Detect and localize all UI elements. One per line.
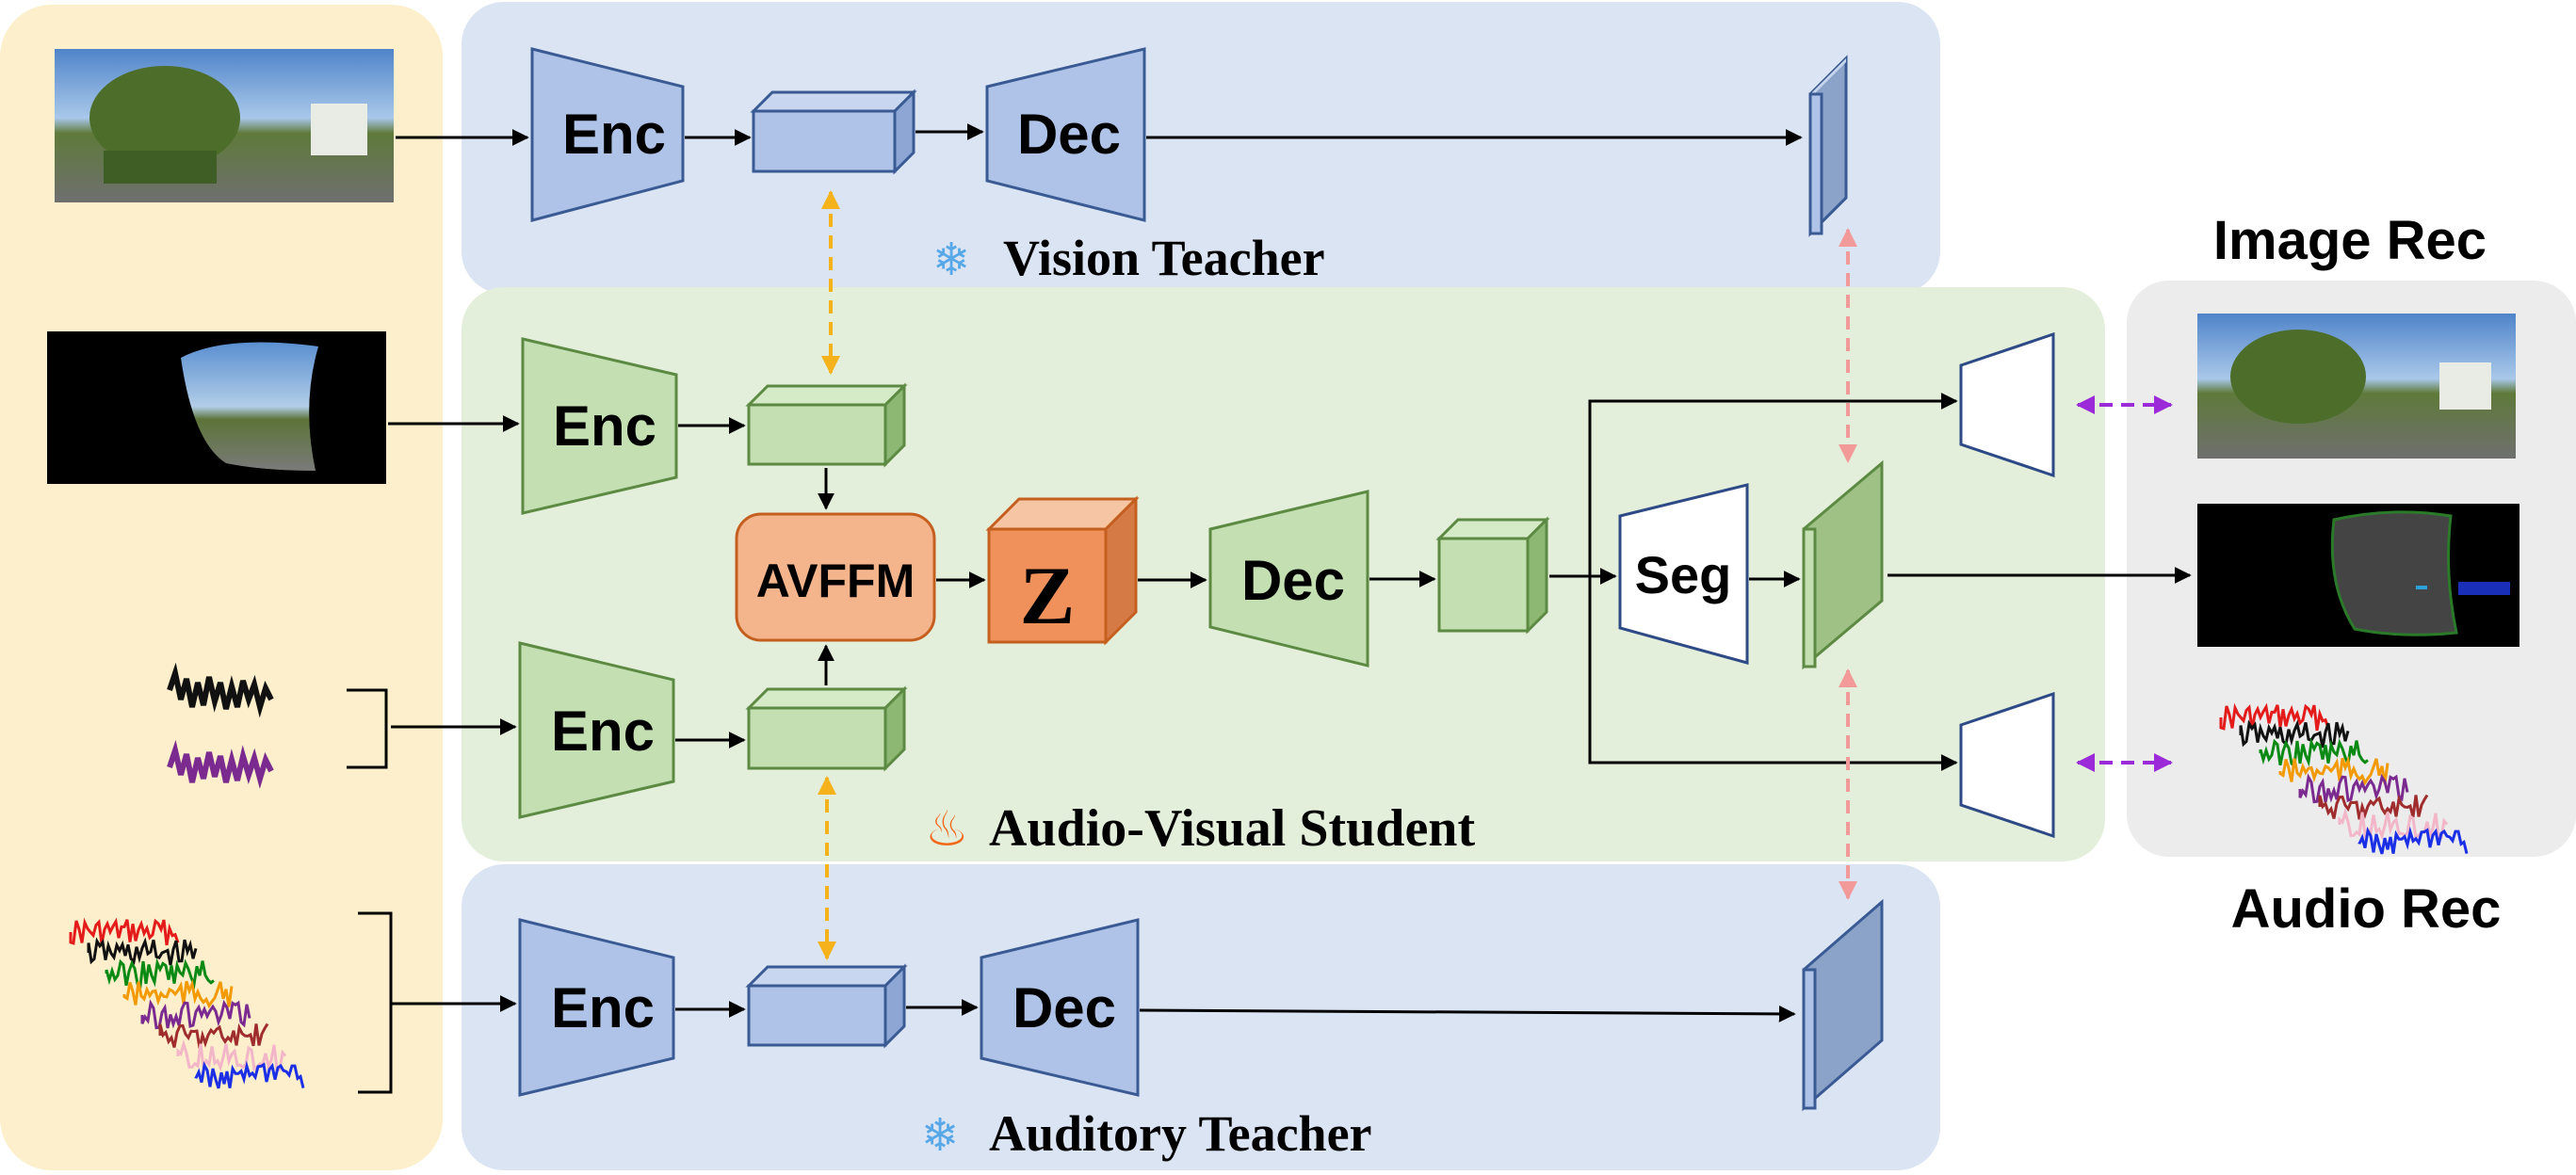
input-audio-track-8 [194, 1060, 305, 1089]
input-audio-track-4 [122, 978, 234, 1009]
vision-teacher-decoder-label: Dec [1017, 103, 1121, 166]
vision-teacher-decoder [985, 47, 1146, 222]
input-audio-track-1 [69, 917, 180, 946]
student-image-encoder-label: Enc [553, 394, 656, 458]
student-image-feature-block [745, 382, 908, 468]
fire-icon: ♨ [925, 801, 969, 858]
input-audio-track-5 [140, 999, 251, 1030]
input-audio-track-7 [176, 1038, 287, 1072]
student-decoded-feature-block [1435, 516, 1550, 635]
student-audio-encoder-label: Enc [551, 700, 655, 763]
rec-audio-track-3 [2259, 737, 2369, 769]
rec-audio-track-7 [2338, 807, 2449, 841]
auditory-teacher-decoder-label: Dec [1013, 976, 1116, 1039]
student-image-encoder [521, 337, 678, 515]
rec-audio-track-2 [2239, 719, 2350, 748]
reconstructed-audio [2219, 702, 2469, 855]
rec-audio-track-8 [2357, 826, 2469, 855]
image-rec-title: Image Rec [2213, 210, 2487, 271]
binaural-audio-input [167, 662, 388, 789]
audio-wave-black [167, 662, 274, 718]
auditory-teacher-feature-block [745, 963, 908, 1049]
panorama-input-image [55, 49, 394, 202]
rec-audio-track-5 [2298, 773, 2409, 804]
snowflake-icon: ❄ [932, 233, 970, 286]
latent-z-block [985, 495, 1140, 646]
avffm-fusion-module [735, 512, 936, 642]
audio-wave-purple [167, 739, 274, 789]
rec-audio-track-1 [2219, 702, 2330, 732]
snowflake-icon: ❄ [921, 1109, 959, 1162]
student-output-map [1802, 459, 1884, 670]
vision-teacher-encoder [530, 47, 685, 222]
latent-z-label: Z [1020, 551, 1076, 642]
multichannel-audio-input [69, 917, 305, 1089]
input-panel [0, 5, 443, 1170]
auditory-teacher-title: Auditory Teacher [989, 1105, 1372, 1162]
student-audio-feature-block [745, 685, 908, 772]
masked-input-image [47, 331, 386, 484]
audio-reconstruction-head [1959, 691, 2055, 839]
input-audio-track-6 [158, 1022, 269, 1049]
student-audio-encoder [518, 641, 675, 819]
rec-audio-track-4 [2278, 755, 2390, 786]
vision-teacher-feature-block [750, 89, 917, 175]
arrow-at-decoder-to-output [1139, 1005, 1796, 1022]
student-decoder [1208, 490, 1369, 668]
avffm-label: AVFFM [756, 555, 915, 607]
vision-teacher-title: Vision Teacher [1003, 230, 1325, 286]
student-title: Audio-Visual Student [989, 799, 1475, 858]
input-audio-track-3 [105, 958, 215, 990]
auditory-teacher-output-map [1802, 898, 1884, 1112]
student-decoder-label: Dec [1241, 549, 1345, 612]
auditory-teacher-encoder [518, 918, 675, 1097]
segmentation-output-map [2197, 504, 2519, 647]
vision-teacher-encoder-label: Enc [562, 103, 666, 166]
segmentation-head-label: Seg [1635, 545, 1732, 604]
rec-audio-track-6 [2318, 794, 2429, 820]
arrow-branch-to-audio-rec-head [1588, 565, 1958, 771]
reconstructed-image [2197, 314, 2516, 459]
auditory-teacher-decoder [980, 918, 1140, 1097]
vision-teacher-output-map [1808, 55, 1848, 237]
audio-rec-title: Audio Rec [2231, 878, 2502, 940]
auditory-teacher-encoder-label: Enc [551, 976, 655, 1039]
segmentation-head [1618, 483, 1749, 665]
input-audio-track-2 [87, 937, 198, 966]
image-reconstruction-head [1959, 331, 2055, 478]
